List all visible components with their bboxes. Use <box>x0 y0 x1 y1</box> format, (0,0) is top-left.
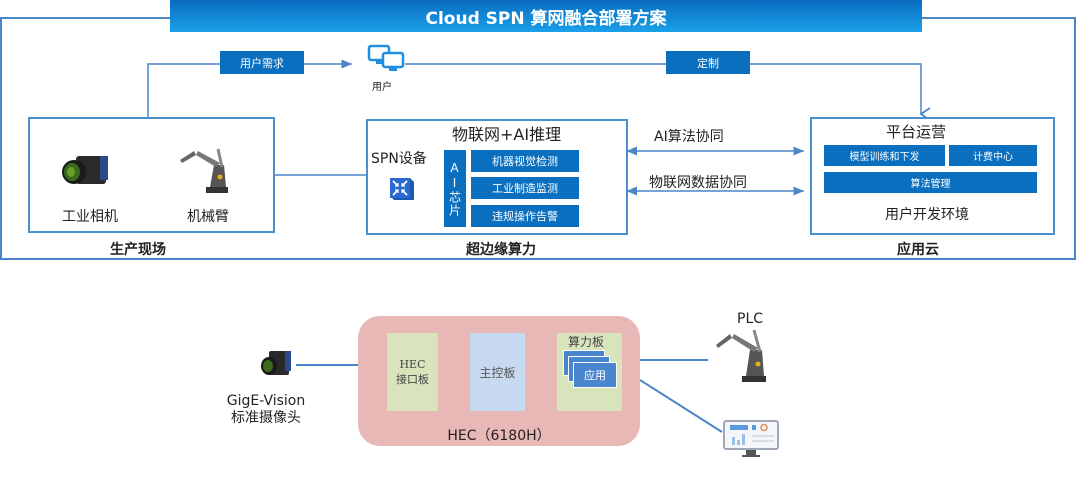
edge-function-machine-vision: 机器视觉检测 <box>471 150 579 172</box>
hec-device-label: HEC（6180H） <box>447 428 551 444</box>
gige-camera-icon <box>257 347 293 381</box>
cloud-cell-model-training: 模型训练和下发 <box>824 145 945 166</box>
cloud-heading: 平台运营 <box>886 123 947 141</box>
main-control-board: 主控板 <box>470 333 525 411</box>
diagram-title: Cloud SPN 算网融合部署方案 <box>170 0 922 32</box>
compute-board-label: 算力板 <box>568 335 605 349</box>
edge-function-violation-alert: 违规操作告警 <box>471 205 579 227</box>
cloud-section-label: 应用云 <box>897 242 939 258</box>
ai-chip-block: AI芯片 <box>444 150 466 227</box>
hec-monitor-connector <box>639 379 723 433</box>
cloud-cell-algorithm-management: 算法管理 <box>824 172 1037 193</box>
edge-section-label: 超边缘算力 <box>466 242 536 258</box>
robot-arm-icon <box>176 145 238 197</box>
customize-tag: 定制 <box>666 51 750 74</box>
gige-camera-label-line2: 标准摄像头 <box>231 410 301 426</box>
hec-interface-board: HEC 接口板 <box>387 333 438 411</box>
edge-heading: 物联网+AI推理 <box>452 125 562 144</box>
cloud-cell-billing: 计费中心 <box>949 145 1037 166</box>
ai-algorithm-link-label: AI算法协同 <box>654 129 724 145</box>
plc-robot-arm-icon <box>714 328 776 386</box>
device-label-robot-arm: 机械臂 <box>187 209 229 225</box>
user-label: 用户 <box>372 82 392 93</box>
app-card-front: 应用 <box>573 362 617 388</box>
edge-function-manufacturing-monitor: 工业制造监测 <box>471 177 579 199</box>
user-computers-icon <box>366 44 414 78</box>
cloud-footer-label: 用户开发环境 <box>885 207 969 223</box>
plc-label: PLC <box>737 311 764 327</box>
gige-camera-label-line1: GigE-Vision <box>226 393 306 409</box>
gige-camera-label: GigE-Vision 标准摄像头 <box>218 393 314 427</box>
customize-connector <box>405 63 931 121</box>
monitor-dashboard-icon <box>722 419 780 459</box>
device-label-camera: 工业相机 <box>62 209 118 225</box>
production-site-label: 生产现场 <box>110 242 166 258</box>
spn-device-label: SPN设备 <box>371 151 427 167</box>
interface-board-line2: 接口板 <box>396 372 429 386</box>
spn-router-icon <box>386 174 418 202</box>
iot-data-link-label: 物联网数据协同 <box>649 175 747 191</box>
industrial-camera-icon <box>54 150 116 190</box>
user-demand-tag: 用户需求 <box>220 51 304 74</box>
interface-board-line1: HEC <box>399 357 426 371</box>
